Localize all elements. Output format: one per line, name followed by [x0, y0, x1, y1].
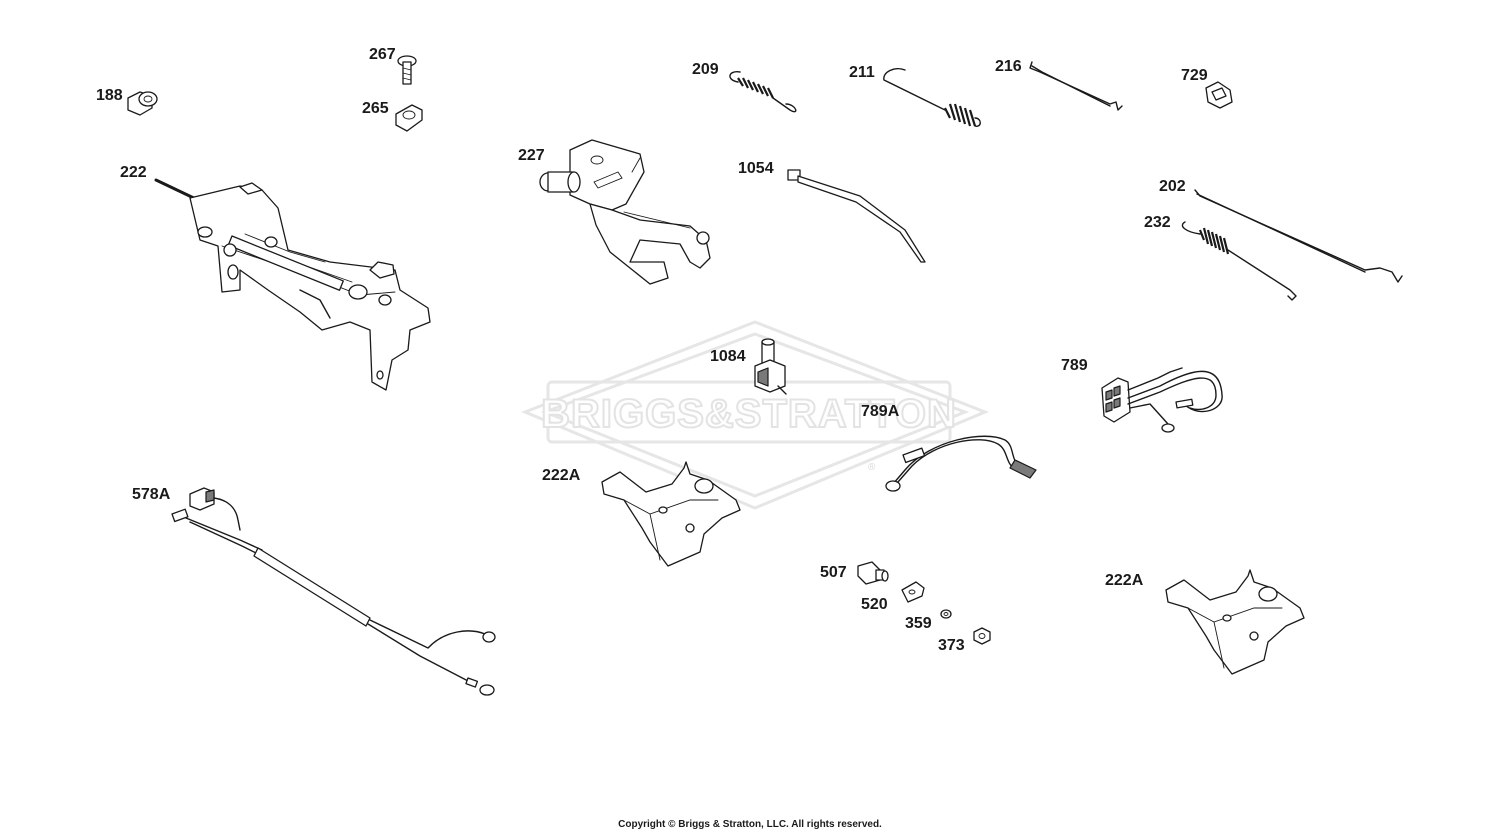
callout-507[interactable]: 507 [820, 564, 847, 581]
callout-216[interactable]: 216 [995, 58, 1022, 75]
callout-222A-center[interactable]: 222A [542, 467, 581, 484]
part-265-clip[interactable] [395, 104, 423, 132]
part-789A-ground-wire[interactable] [885, 435, 1037, 492]
callout-729[interactable]: 729 [1181, 67, 1208, 84]
callout-209[interactable]: 209 [692, 61, 719, 78]
copyright-notice: Copyright © Briggs & Stratton, LLC. All … [618, 819, 882, 830]
callout-373[interactable]: 373 [938, 637, 965, 654]
callout-520[interactable]: 520 [861, 596, 888, 613]
part-222-control-bracket[interactable] [154, 178, 431, 391]
callout-789[interactable]: 789 [1061, 357, 1088, 374]
part-216-rod[interactable] [1029, 61, 1123, 111]
part-729-connector[interactable] [1205, 81, 1233, 109]
registered-mark: ® [868, 462, 876, 473]
briggs-stratton-watermark: BRIGGS&STRATTON ® [520, 320, 990, 510]
callout-359[interactable]: 359 [905, 615, 932, 632]
part-520-clip[interactable] [901, 581, 925, 603]
part-209-extension-spring[interactable] [729, 71, 797, 113]
callout-202[interactable]: 202 [1159, 178, 1186, 195]
part-789-harness[interactable] [1101, 367, 1223, 433]
part-232-spring[interactable] [1181, 221, 1297, 301]
part-188-screw[interactable] [127, 91, 158, 116]
callout-232[interactable]: 232 [1144, 214, 1171, 231]
watermark-brand: BRIGGS&STRATTON [541, 392, 957, 436]
callout-1084[interactable]: 1084 [710, 348, 746, 365]
part-1084-switch[interactable] [754, 338, 787, 395]
part-1054-cable-tie[interactable] [787, 169, 926, 263]
part-211-spring[interactable] [883, 68, 981, 127]
callout-1054[interactable]: 1054 [738, 160, 774, 177]
part-227-throttle-lever[interactable] [539, 139, 711, 285]
part-507-switch[interactable] [857, 561, 889, 585]
part-359-washer[interactable] [940, 609, 952, 619]
callout-222A-right[interactable]: 222A [1105, 572, 1144, 589]
part-578A-wire-harness[interactable] [171, 487, 496, 696]
part-222A-bracket-center[interactable] [601, 461, 741, 567]
callout-211[interactable]: 211 [849, 64, 875, 81]
callout-578A[interactable]: 578A [132, 486, 171, 503]
part-373-nut[interactable] [973, 627, 991, 645]
callout-188[interactable]: 188 [96, 87, 123, 104]
callout-267[interactable]: 267 [369, 46, 396, 63]
part-202-rod[interactable] [1194, 189, 1403, 283]
callout-222[interactable]: 222 [120, 164, 147, 181]
part-267-bolt[interactable] [397, 55, 417, 85]
part-222A-bracket-right[interactable] [1165, 569, 1305, 675]
callout-227[interactable]: 227 [518, 147, 545, 164]
callout-789A[interactable]: 789A [861, 403, 900, 420]
callout-265[interactable]: 265 [362, 100, 389, 117]
